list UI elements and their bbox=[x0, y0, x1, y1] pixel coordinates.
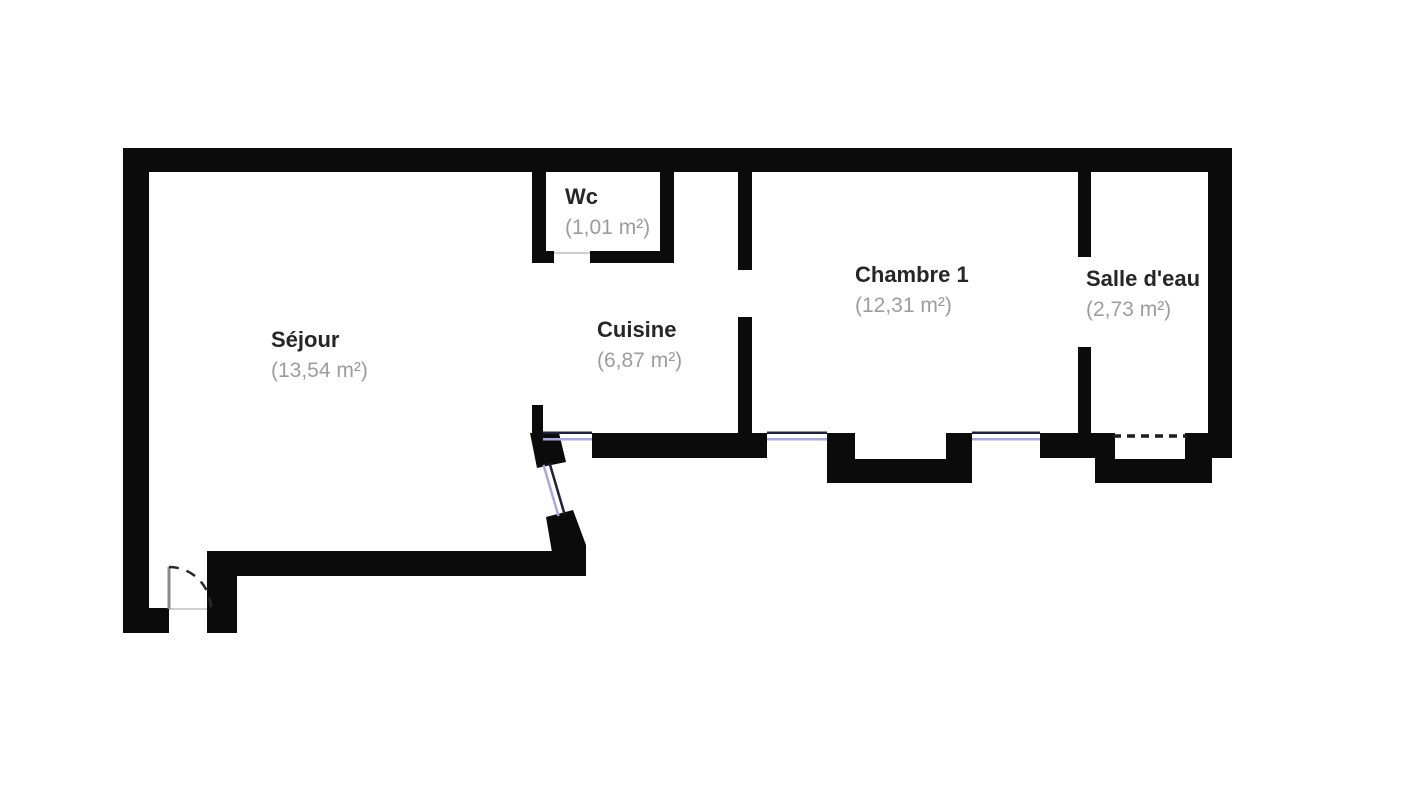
wall-wc-bottom-right bbox=[590, 251, 674, 263]
room-name-chambre1: Chambre 1 bbox=[855, 262, 969, 287]
room-label-sejour: Séjour (13,54 m²) bbox=[271, 327, 368, 384]
wall-sejour-cuisine-stub bbox=[532, 405, 543, 435]
wall-cuisine-bottom bbox=[592, 433, 767, 458]
window-chambre-left bbox=[767, 431, 827, 441]
wall-diagonal-bottom-block bbox=[546, 510, 586, 576]
window-icon bbox=[972, 431, 1040, 434]
window-icon bbox=[543, 431, 592, 434]
room-name-salle-eau: Salle d'eau bbox=[1086, 266, 1201, 291]
wall-divider-cuisine-chambre-bottom bbox=[738, 317, 752, 435]
room-area-cuisine: (6,87 m²) bbox=[597, 349, 683, 372]
wall-divider-cuisine-chambre-top bbox=[738, 172, 752, 270]
room-area-wc: (1,01 m²) bbox=[565, 216, 651, 239]
entry-door-swing-arc bbox=[168, 565, 213, 610]
room-label-cuisine: Cuisine (6,87 m²) bbox=[597, 317, 682, 374]
room-area-chambre1: (12,31 m²) bbox=[855, 294, 952, 317]
room-label-wc: Wc (1,01 m²) bbox=[565, 184, 650, 241]
wc-door-threshold bbox=[554, 252, 590, 254]
wall-top bbox=[123, 148, 1232, 172]
room-label-salle-eau: Salle d'eau (2,73 m²) bbox=[1086, 266, 1200, 323]
window-sejour-diagonal bbox=[542, 462, 566, 517]
room-area-sejour: (13,54 m²) bbox=[271, 359, 368, 382]
window-icon bbox=[972, 438, 1040, 441]
window-icon bbox=[767, 431, 827, 434]
entry-door-threshold bbox=[169, 608, 207, 610]
wall-divider-chambre-salle-bottom bbox=[1078, 347, 1091, 435]
wall-chambre-bay-right bbox=[946, 433, 972, 482]
window-icon bbox=[542, 464, 560, 517]
room-name-cuisine: Cuisine bbox=[597, 317, 677, 342]
wall-left bbox=[123, 148, 149, 633]
wall-wc-bottom-left bbox=[532, 251, 554, 263]
room-area-salle-eau: (2,73 m²) bbox=[1086, 298, 1172, 321]
window-sejour-cuisine bbox=[543, 431, 592, 441]
wall-right bbox=[1208, 148, 1232, 458]
window-icon bbox=[767, 438, 827, 441]
wall-entry-pier bbox=[207, 551, 237, 633]
wall-entry-sill bbox=[123, 608, 169, 633]
wall-divider-chambre-salle-top bbox=[1078, 172, 1091, 257]
wall-salle-bay-right bbox=[1185, 433, 1212, 483]
window-icon bbox=[543, 438, 592, 441]
room-name-sejour: Séjour bbox=[271, 327, 340, 352]
window-chambre-right bbox=[972, 431, 1040, 441]
wall-diagonal-top-block bbox=[530, 433, 566, 468]
wall-wc-right bbox=[660, 172, 674, 262]
wall-wc-left bbox=[532, 172, 546, 262]
window-icon bbox=[548, 462, 566, 515]
wall-sejour-bottom bbox=[218, 551, 586, 576]
room-name-wc: Wc bbox=[565, 184, 598, 209]
room-label-chambre1: Chambre 1 (12,31 m²) bbox=[855, 262, 969, 319]
